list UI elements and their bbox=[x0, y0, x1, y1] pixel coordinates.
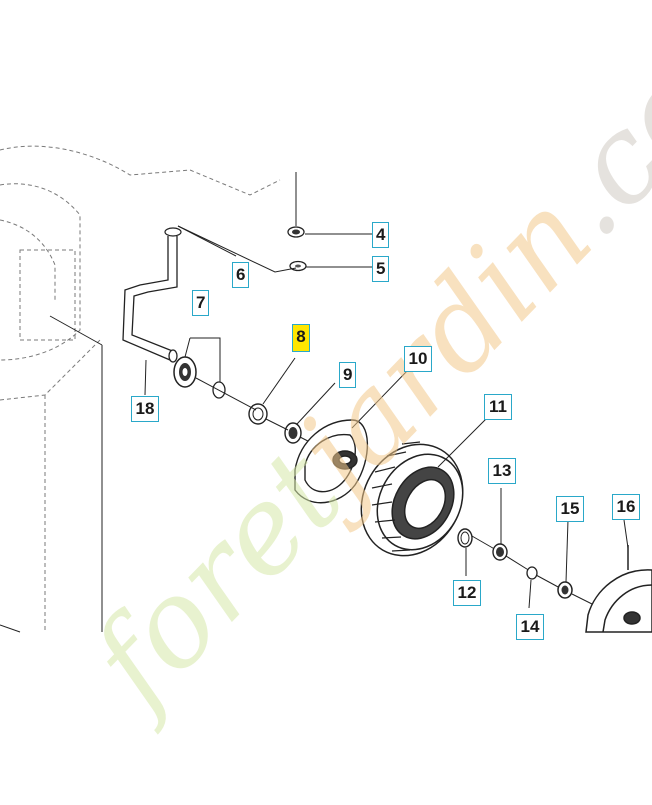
callout-9: 9 bbox=[339, 362, 356, 388]
part-16-cover bbox=[585, 545, 652, 633]
part-4-bearing bbox=[287, 226, 305, 238]
part-11-tire bbox=[360, 441, 464, 557]
callout-16: 16 bbox=[612, 494, 640, 520]
part-9-bearing bbox=[284, 422, 302, 444]
callout-8: 8 bbox=[292, 324, 310, 352]
part-14-washer bbox=[526, 566, 538, 580]
callout-15: 15 bbox=[556, 496, 584, 522]
leader-lines bbox=[144, 225, 629, 609]
part-7-hub bbox=[173, 356, 226, 399]
callout-5: 5 bbox=[372, 256, 389, 282]
part-12-snap-ring bbox=[457, 528, 473, 548]
callout-14: 14 bbox=[516, 614, 544, 640]
callout-12: 12 bbox=[453, 580, 481, 606]
callout-11: 11 bbox=[484, 394, 512, 420]
callout-7: 7 bbox=[192, 290, 209, 316]
part-13-bearing bbox=[492, 543, 508, 561]
callout-6: 6 bbox=[232, 262, 249, 288]
part-18-rod bbox=[122, 236, 178, 363]
part-8-washer bbox=[248, 403, 268, 425]
callout-18: 18 bbox=[131, 396, 159, 422]
chassis-outline bbox=[0, 145, 281, 630]
part-6-tube-end bbox=[164, 227, 182, 237]
callout-4: 4 bbox=[372, 222, 389, 248]
part-10-hub-plate bbox=[294, 419, 369, 504]
callout-10: 10 bbox=[404, 346, 432, 372]
callout-13: 13 bbox=[488, 458, 516, 484]
part-15-nut bbox=[557, 581, 573, 599]
